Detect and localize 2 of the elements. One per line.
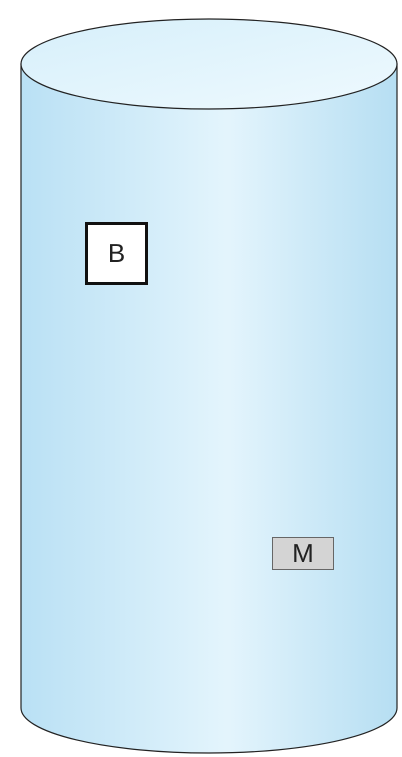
letter-box: B: [85, 222, 148, 285]
letter-box: M: [272, 537, 334, 570]
